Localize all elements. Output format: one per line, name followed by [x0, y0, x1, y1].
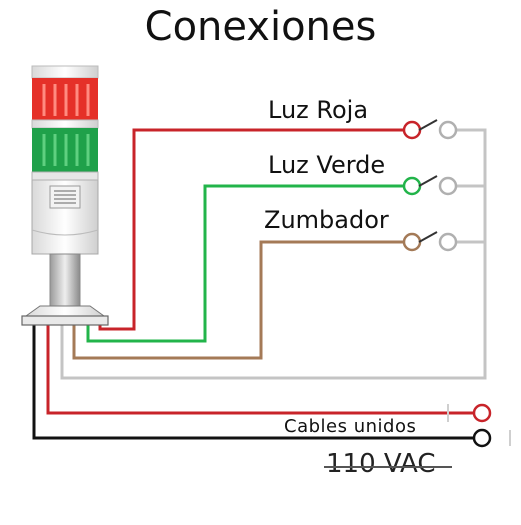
black-supply-wire: [32, 325, 474, 440]
page-title: Conexiones: [144, 4, 377, 50]
red-light-label: Luz Roja: [268, 96, 369, 124]
green-light-wire: [86, 184, 404, 343]
green-lamp: [32, 128, 98, 172]
switch-red-light: [402, 119, 458, 140]
buzzer-label: Zumbador: [264, 206, 389, 234]
tower-pole: [49, 253, 81, 307]
terminal-red: [472, 403, 492, 423]
joined-cables-label: Cables unidos: [284, 416, 417, 437]
terminal-black: [472, 428, 492, 448]
red-supply-wire: [46, 325, 474, 415]
tower-cap: [31, 65, 99, 79]
voltage-label: 110 VAC: [326, 449, 436, 479]
switch-buzzer: [402, 231, 458, 252]
gray-common-wire: [60, 128, 487, 380]
buzzer-body: [31, 171, 99, 255]
tower-base: [24, 305, 106, 317]
green-light-label: Luz Verde: [268, 151, 386, 179]
red-light-wire: [98, 128, 404, 331]
switch-green-light: [402, 175, 458, 196]
red-lamp: [32, 78, 98, 120]
voltage-strikethrough: [324, 466, 452, 468]
tower-base-plate: [21, 315, 109, 326]
signal-tower: [21, 65, 109, 326]
buzzer-wire: [72, 240, 404, 360]
